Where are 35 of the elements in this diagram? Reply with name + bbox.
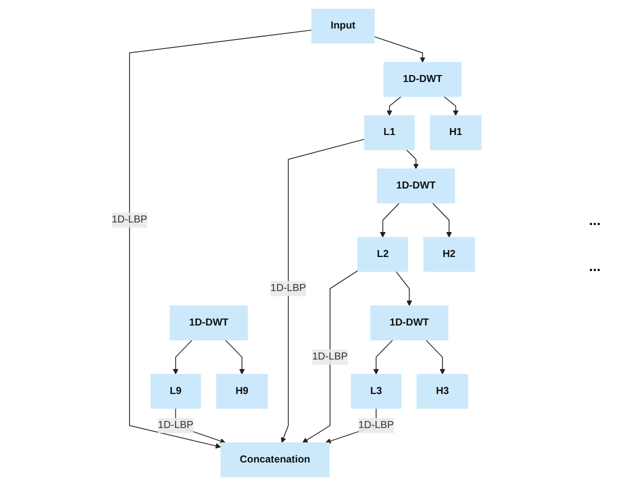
arrow [172,340,193,374]
node-box: L3 [350,374,402,409]
edge-label: 1D-LBP [358,420,394,431]
edge-label: 1D-LBP [312,351,348,362]
arrow [443,96,458,116]
node-box: L1 [364,115,415,150]
node-box: Input [311,8,375,44]
arrow [396,271,412,306]
node-box: H3 [416,374,468,409]
arrow [406,149,419,170]
node-box: L2 [358,236,408,272]
arrow [129,30,312,449]
ellipsis-note: ... [589,258,602,274]
node-box: 1D-DWT [384,62,462,97]
arrow [425,340,446,374]
edge-label: 1D-LBP [270,282,306,294]
arrow [224,340,245,374]
node-box: 1D-DWT [170,305,248,340]
node-box: L9 [150,374,201,409]
node-box: H2 [423,236,475,272]
node-box: H1 [430,115,482,150]
node-box: 1D-DWT [370,305,448,340]
edge-label: 1D-LBP [158,420,194,431]
edge-label: 1D-LBP [112,214,148,226]
arrow [373,340,394,374]
arrow [374,36,426,63]
node-box: Concatenation [220,442,330,478]
arrow [432,202,452,238]
node-box: 1D-DWT [376,168,455,204]
node-box: H9 [216,374,268,409]
arrow [380,202,400,238]
ellipsis-note: ... [589,212,602,228]
arrow [386,96,402,116]
arrow [280,138,365,443]
arrow [302,270,358,443]
